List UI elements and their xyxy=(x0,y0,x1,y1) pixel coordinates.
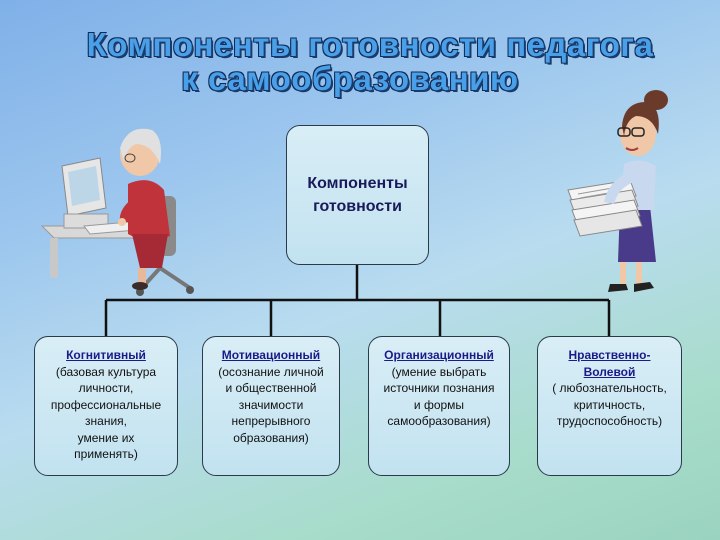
component-heading-2: Волевой xyxy=(583,364,636,379)
component-line: значимости xyxy=(238,397,304,412)
component-line: применять) xyxy=(74,447,138,462)
component-line: ( любознательность, xyxy=(552,381,667,396)
component-moral-volitional: Нравственно- Волевой ( любознательность,… xyxy=(537,336,682,476)
component-heading: Мотивационный xyxy=(221,348,321,362)
component-line: источники познания xyxy=(383,381,495,396)
component-line: личности, xyxy=(78,381,134,396)
component-line: знания, xyxy=(85,414,127,429)
component-line: и общественной xyxy=(225,381,317,396)
component-line: трудоспособность) xyxy=(556,414,663,429)
page-title-line-1: Компоненты готовности педагога xyxy=(86,26,654,63)
center-node-line-2: готовности xyxy=(313,198,402,215)
component-line: и формы xyxy=(413,397,465,412)
center-node-line-1: Компоненты xyxy=(307,174,408,192)
component-line: образования) xyxy=(233,430,309,445)
component-line: (умение выбрать xyxy=(391,364,487,379)
woman-at-computer-illustration xyxy=(40,128,194,296)
page-title-line-2: к самообразованию xyxy=(181,60,519,97)
component-line: непрерывного xyxy=(231,414,311,429)
component-line: (базовая культура xyxy=(55,364,157,379)
component-line: самообразования) xyxy=(387,414,491,429)
component-line: умение их xyxy=(77,430,135,445)
component-heading: Организационный xyxy=(384,348,494,362)
component-line: профессиональные xyxy=(50,397,162,412)
component-line: критичность, xyxy=(573,397,646,412)
component-heading: Нравственно- xyxy=(568,348,651,362)
component-motivational: Мотивационный (осознание личной и общест… xyxy=(202,336,340,476)
woman-with-papers-illustration xyxy=(567,90,668,292)
component-organizational: Организационный (умение выбрать источник… xyxy=(368,336,510,476)
center-node: Компоненты готовности xyxy=(286,125,429,265)
component-heading: Когнитивный xyxy=(66,348,146,362)
component-cognitive: Когнитивный (базовая культура личности, … xyxy=(34,336,178,476)
component-line: (осознание личной xyxy=(218,364,324,379)
